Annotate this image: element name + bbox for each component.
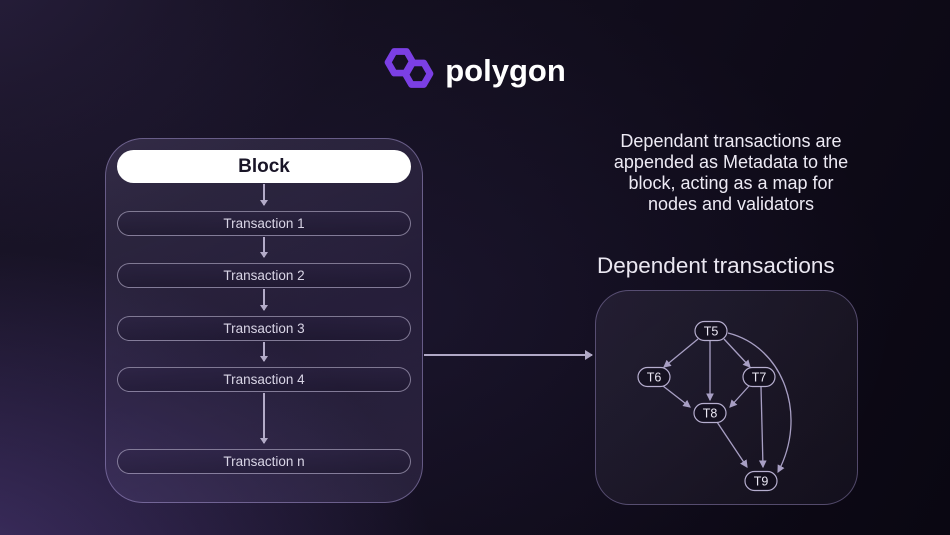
- graph-node-t7: T7: [742, 366, 776, 388]
- down-arrow-icon: [260, 342, 267, 362]
- graph-node-t9: T9: [744, 470, 778, 492]
- svg-text:T9: T9: [754, 475, 769, 489]
- block-header-pill: Block: [117, 150, 411, 183]
- dependency-graph-panel: T5 T6 T7 T8 T9: [595, 290, 858, 505]
- svg-text:T8: T8: [703, 407, 718, 421]
- edge-t8-t9: [716, 421, 748, 468]
- transaction-pill-1: Transaction 1: [117, 211, 411, 236]
- svg-text:T7: T7: [752, 371, 767, 385]
- polygon-wordmark: polygon: [445, 52, 566, 88]
- transaction-pill-4: Transaction 4: [117, 367, 411, 392]
- transaction-pill-2: Transaction 2: [117, 263, 411, 288]
- edge-t5-t6: [663, 338, 699, 368]
- graph-node-t6: T6: [637, 366, 671, 388]
- metadata-annotation-text: Dependant transactions are appended as M…: [613, 131, 849, 214]
- svg-text:T5: T5: [704, 325, 719, 339]
- down-arrow-icon: [260, 393, 267, 444]
- dependency-graph-title: Dependent transactions: [597, 253, 835, 278]
- graph-edges: [662, 332, 792, 474]
- edge-t7-t9: [758, 386, 767, 469]
- edge-t5-t9: [727, 332, 792, 474]
- graph-nodes: T5 T6 T7 T8 T9: [637, 320, 778, 492]
- edge-t7-t8: [729, 385, 750, 408]
- graph-node-t8: T8: [693, 402, 727, 424]
- transaction-pill-3: Transaction 3: [117, 316, 411, 341]
- down-arrow-icon: [260, 237, 267, 258]
- down-arrow-icon: [260, 289, 267, 311]
- transaction-pill-n: Transaction n: [117, 449, 411, 474]
- down-arrow-icon: [260, 184, 267, 206]
- graph-node-t5: T5: [694, 320, 728, 342]
- polygon-hexagons-icon: [384, 47, 434, 94]
- block-panel: Block Transaction 1 Transaction 2 Transa…: [105, 138, 423, 503]
- edge-t6-t8: [662, 385, 691, 408]
- dependency-graph: T5 T6 T7 T8 T9: [637, 320, 792, 492]
- edge-t5-t7: [723, 338, 751, 368]
- svg-text:T6: T6: [647, 371, 662, 385]
- right-arrow-connector-icon: [424, 350, 593, 359]
- polygon-logo: polygon: [0, 47, 950, 94]
